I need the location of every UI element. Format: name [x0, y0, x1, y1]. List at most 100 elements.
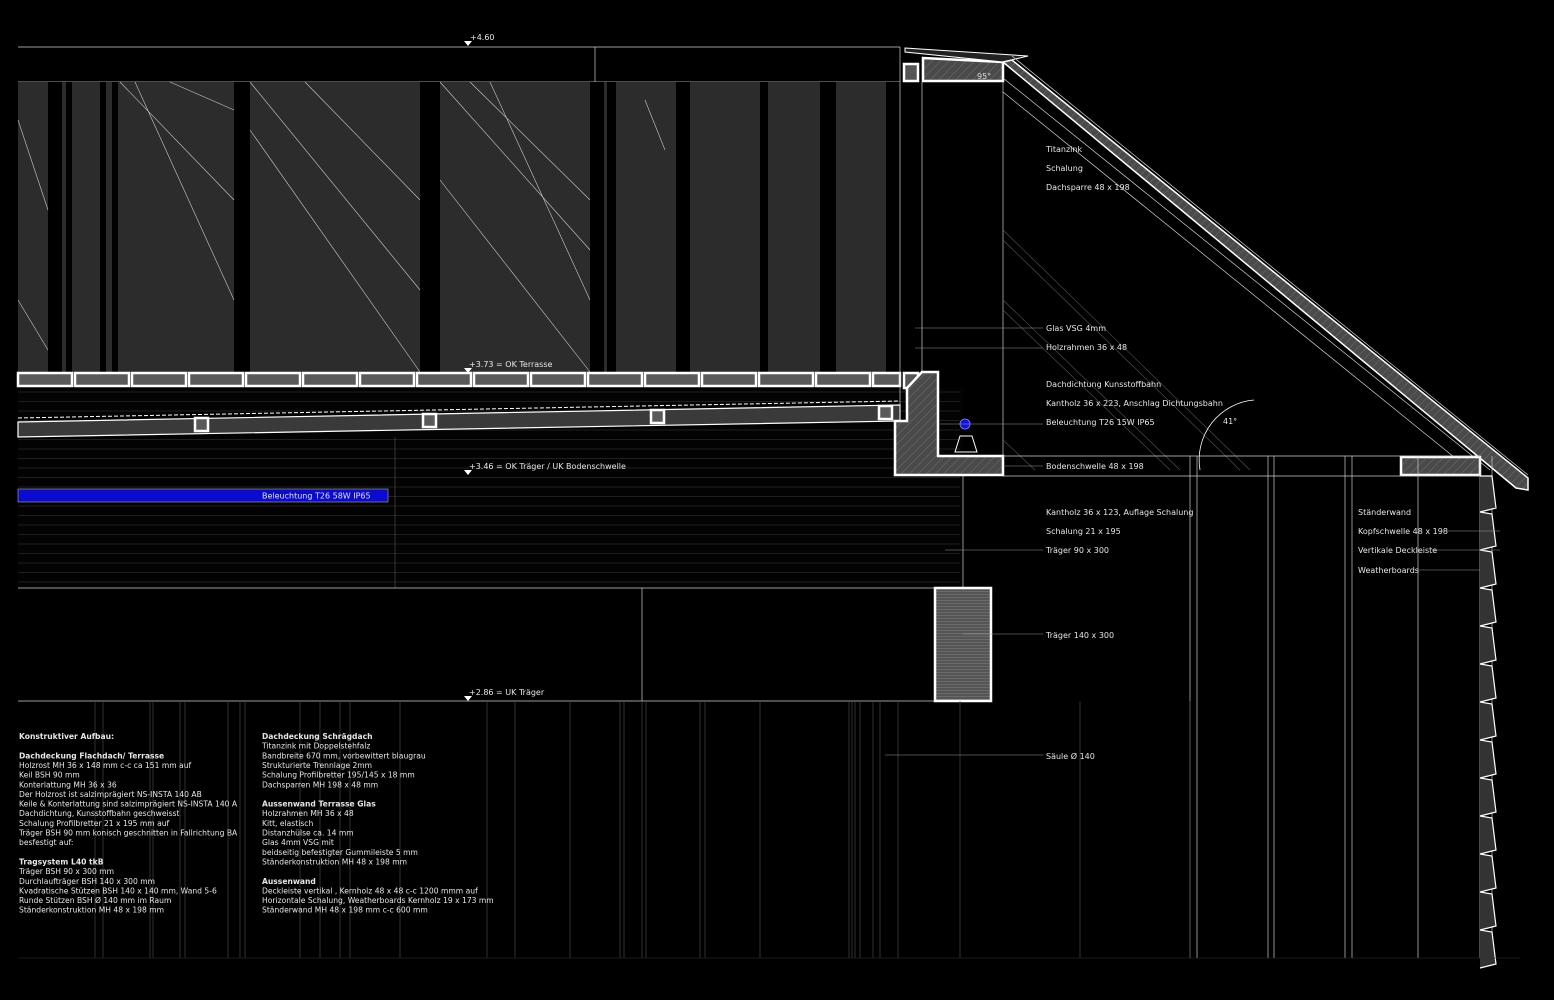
glass-reflection-line: [644, 99, 666, 151]
glass-reflection-line: [134, 81, 235, 301]
callout-kopfschwelle: Kopfschwelle 48 x 198: [1358, 527, 1448, 536]
callout-titanzink: Titanzink: [1045, 145, 1082, 154]
deck-board: [16, 371, 74, 388]
note-line: Träger BSH 90 mm konisch geschnitten in …: [18, 829, 238, 838]
callout-holzrahmen: Holzrahmen 36 x 48: [1046, 343, 1127, 352]
note-line: Dachdichtung, Kunsstoffbahn geschweisst: [19, 809, 180, 818]
glass-reflection-line: [249, 129, 421, 373]
callout-kantholz-123: Kantholz 36 x 123, Auflage Schalung: [1046, 508, 1193, 517]
glass-mullion: [66, 82, 72, 372]
top-edge-lines: [18, 46, 900, 83]
note-line: Distanzhülse ca. 14 mm: [262, 829, 354, 838]
notes-left-column: Konstruktiver Aufbau: Dachdeckung Flachda…: [18, 732, 238, 915]
callout-traeger-90: Träger 90 x 300: [1045, 546, 1109, 555]
glass-mullion: [420, 82, 440, 372]
glass-reflection-line: [439, 179, 591, 373]
callout-weatherboards: Weatherboards: [1358, 566, 1419, 575]
note-line: Keile & Konterlattung sind salzimprägier…: [19, 800, 238, 809]
callout-bodenschwelle: Bodenschwelle 48 x 198: [1046, 462, 1144, 471]
note-line: Der Holzrost ist salzimprägiert NS-INSTA…: [19, 790, 202, 799]
lighting-strip-label: Beleuchtung T26 58W IP65: [262, 492, 371, 501]
note-line: Dachsparren MH 198 x 48 mm: [262, 780, 378, 789]
note-line: Strukturierte Trennlage 2mm: [262, 761, 372, 770]
callout-deckleiste: Vertikale Deckleiste: [1358, 546, 1437, 555]
glass-mullion: [100, 82, 106, 372]
level-beam-top: +3.46 = OK Träger / UK Bodenschwelle: [469, 462, 626, 471]
glass-reflection-line: [17, 299, 49, 351]
note-line: Durchlaufträger BSH 140 x 300 mm: [19, 877, 155, 886]
glass-reflection-line: [169, 81, 235, 111]
callout-glas: Glas VSG 4mm: [1046, 324, 1106, 333]
level-top: +4.60: [470, 33, 495, 42]
deck-board: [643, 371, 701, 388]
note-line: Runde Stützen BSH Ø 140 mm im Raum: [19, 896, 171, 905]
roof-pitch-angle: 41°: [1223, 417, 1237, 426]
deck-board: [187, 371, 245, 388]
level-terrace: +3.73 = OK Terrasse: [469, 360, 553, 369]
note-line: Titanzink mit Doppelstehfalz: [261, 742, 370, 751]
glass-mullion: [590, 82, 604, 372]
glass-reflection-line: [304, 81, 421, 201]
note-line: Schalung Profilbretter 195/145 x 18 mm: [262, 771, 415, 780]
glass-reflection-line: [489, 81, 591, 301]
keil-block: [421, 412, 438, 429]
note-line: Ständerkonstruktion MH 48 x 198 mm: [19, 906, 164, 915]
note-line: Schalung Profilbretter 21 x 195 mm auf: [19, 819, 170, 828]
glass-mullion: [234, 82, 250, 372]
deck-board: [814, 371, 872, 388]
support-structure-lines: [18, 701, 1520, 959]
keil-block: [649, 408, 666, 425]
note-line: Horizontale Schalung, Weatherboards Kern…: [262, 896, 494, 905]
eave-angle: 95°: [977, 72, 991, 81]
glass-facade: [17, 81, 900, 373]
deck-board: [301, 371, 359, 388]
glass-mullion: [886, 82, 900, 372]
glass-mullion: [820, 82, 836, 372]
callout-dachsparre: Dachsparre 48 x 198: [1046, 183, 1130, 192]
deck-board: [358, 371, 416, 388]
lighting-strip: Beleuchtung T26 58W IP65: [17, 488, 389, 503]
note-line: Träger BSH 90 x 300 mm: [18, 867, 114, 876]
deck-board: [130, 371, 188, 388]
exterior-wall: [1003, 455, 1497, 969]
level-markers: +4.60 +3.73 = OK Terrasse +3.46 = OK Trä…: [464, 33, 626, 701]
note-heading: Dachdeckung Schrägdach: [262, 732, 373, 741]
glass-reflection-line: [249, 81, 421, 291]
note-line: Holzrost MH 36 x 148 mm c-c ca 151 mm au…: [19, 761, 192, 770]
callout-traeger-140: Träger 140 x 300: [1045, 631, 1114, 640]
callout-kantholz-223: Kantholz 36 x 223, Anschlag Dichtungsbah…: [1046, 399, 1223, 408]
keil-blocks: [193, 404, 894, 433]
note-line: Bandbreite 670 mm, vorbewittert blaugrau: [262, 751, 426, 760]
callout-staenderwand: Ständerwand: [1358, 508, 1411, 517]
note-heading: Konstruktiver Aufbau:: [19, 732, 114, 741]
note-line: Kitt, elastisch: [262, 819, 313, 828]
deck-board: [757, 371, 815, 388]
callout-dachdichtung: Dachdichtung Kunsstoffbahn: [1046, 380, 1161, 389]
pitched-roof: 41° 95°: [977, 55, 1529, 491]
deck-board: [586, 371, 644, 388]
note-heading: Dachdeckung Flachdach/ Terrasse: [19, 751, 164, 760]
callout-saeule: Säule Ø 140: [1046, 751, 1095, 761]
deck-board: [529, 371, 587, 388]
keil-block: [877, 404, 894, 421]
glass-reflection-line: [119, 81, 235, 201]
note-line: Kvadratische Stützen BSH 140 x 140 mm, W…: [19, 886, 217, 895]
note-line: beidseitig befestigter Gummileiste 5 mm: [262, 848, 418, 857]
glass-mullion: [607, 82, 616, 372]
glass-mullion: [676, 82, 690, 372]
callouts: Titanzink Schalung Dachsparre 48 x 198 G…: [885, 145, 1500, 761]
glass-mullion: [760, 82, 768, 372]
callout-schalung: Schalung: [1046, 164, 1083, 173]
callout-schalung-21: Schalung 21 x 195: [1046, 527, 1121, 536]
deck-board: [73, 371, 131, 388]
main-beam: [18, 476, 993, 703]
deck-board: [472, 371, 530, 388]
terrace-decking: [16, 371, 902, 388]
note-line: Glas 4mm VSG mit: [262, 838, 334, 847]
keil-block: [193, 416, 210, 433]
note-heading: Tragsystem L40 tkB: [19, 857, 104, 866]
callout-beleuchtung: Beleuchtung T26 15W IP65: [1046, 418, 1155, 427]
note-line: Deckleiste vertikal , Kernholz 48 x 48 c…: [262, 886, 478, 895]
